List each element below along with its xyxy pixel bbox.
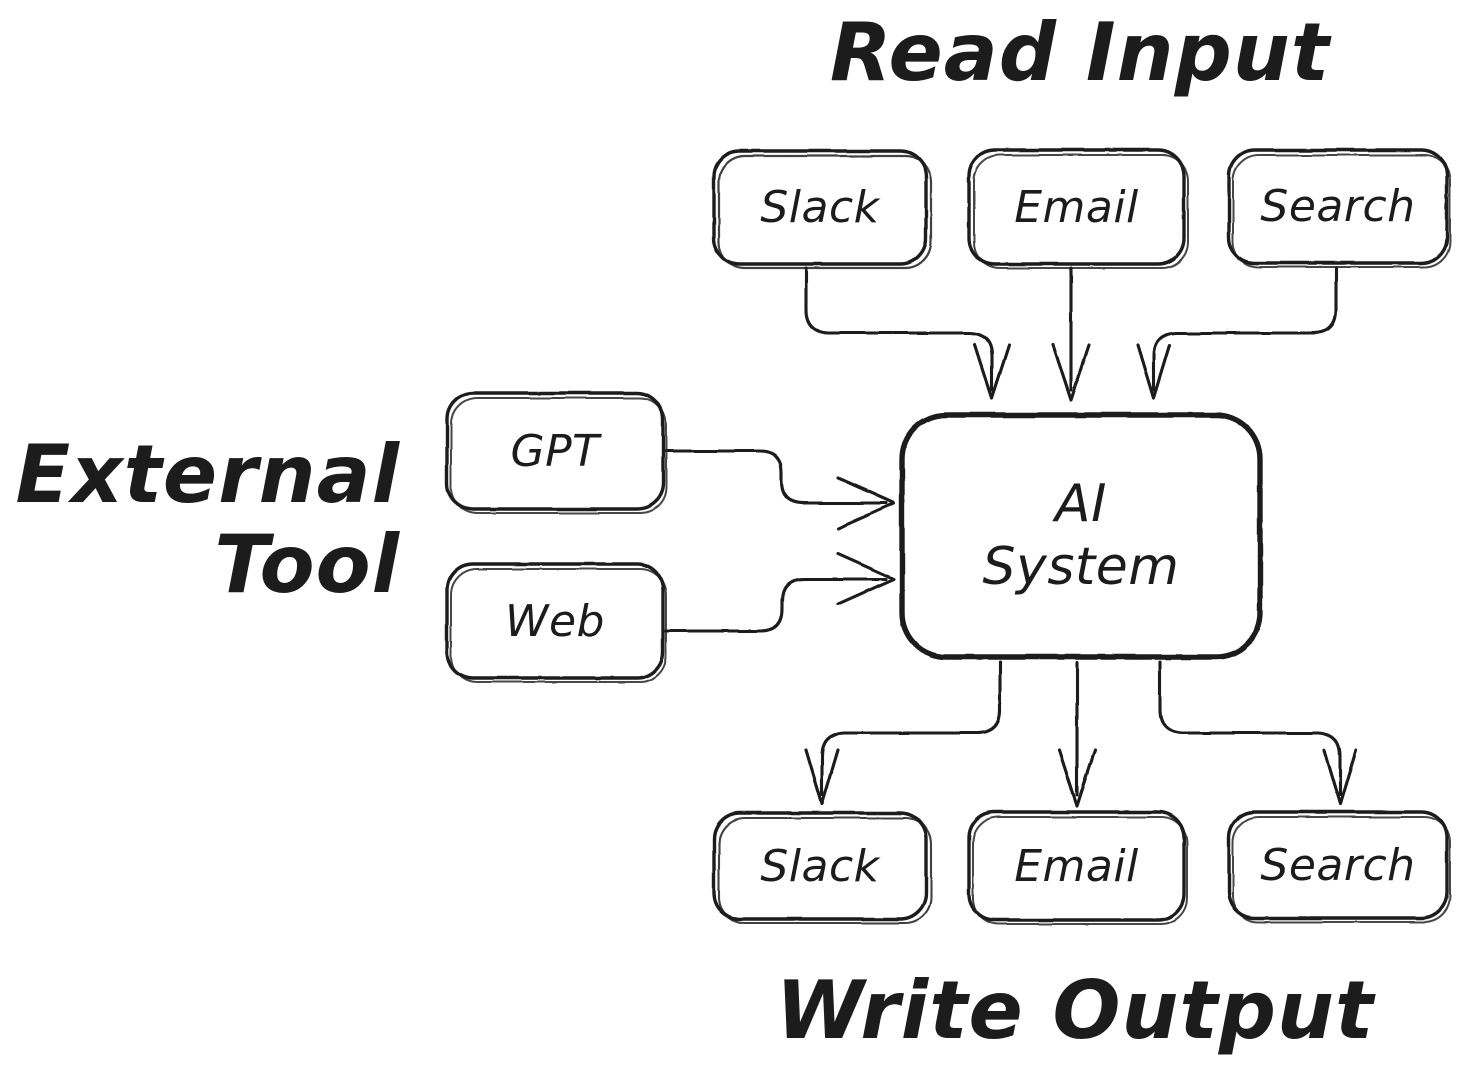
output-box-search-shape[interactable] [1227, 810, 1451, 923]
edge-search-to-ai [1136, 266, 1338, 400]
output-box-slack-shape[interactable] [712, 811, 933, 925]
input-box-search-shape[interactable] [1227, 148, 1451, 268]
input-node-slack[interactable] [714, 151, 926, 264]
ai-system-box-shape[interactable] [899, 412, 1263, 660]
input-node-search[interactable] [1229, 150, 1447, 263]
edge-web-to-ai [664, 552, 896, 633]
ai-system-node[interactable] [902, 415, 1260, 657]
edge-email-to-ai [1051, 266, 1091, 402]
output-node-search[interactable] [1229, 812, 1447, 918]
output-node-slack[interactable] [714, 813, 926, 919]
output-node-email[interactable] [969, 812, 1184, 920]
tool-box-web-shape[interactable] [445, 562, 667, 683]
edge-ai-to-search [1158, 660, 1358, 806]
edge-ai-to-slack [804, 660, 1002, 806]
output-box-email-shape[interactable] [967, 810, 1188, 925]
edge-slack-to-ai [804, 266, 1011, 400]
edge-gpt-to-ai [664, 449, 896, 530]
tool-node-web[interactable] [447, 564, 663, 678]
edge-ai-to-email [1057, 660, 1097, 808]
input-box-slack-shape[interactable] [712, 149, 933, 270]
tool-node-gpt[interactable] [447, 393, 663, 509]
tool-box-gpt-shape[interactable] [445, 391, 667, 514]
input-box-email-shape[interactable] [967, 148, 1189, 269]
input-node-email[interactable] [969, 150, 1184, 264]
